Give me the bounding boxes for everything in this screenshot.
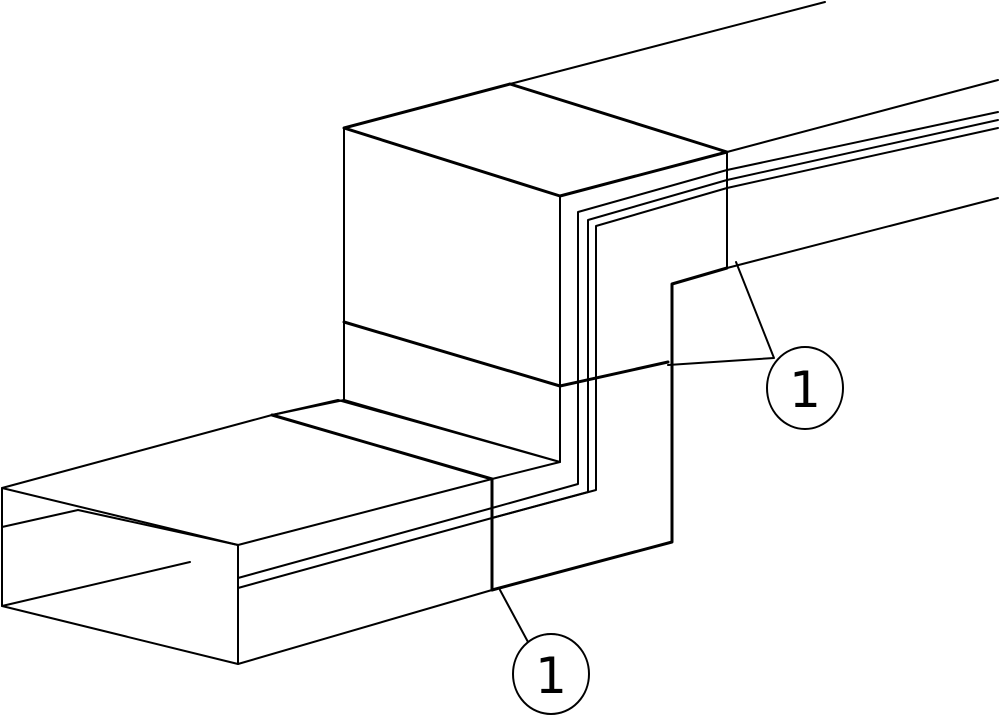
callout-1-upper: 1 [667, 261, 844, 430]
lower-duct-bottom-edge [237, 589, 493, 665]
liner-line-1 [491, 169, 728, 509]
riser-top-face [342, 82, 729, 198]
riser-step-front [270, 413, 494, 481]
lower-duct-top-face [1, 414, 493, 546]
upper-duct-bottom-edge [726, 197, 999, 269]
callout-bubble-upper [766, 346, 844, 430]
upper-duct-liner-3 [726, 127, 999, 189]
callout-leader-upper [667, 261, 775, 366]
riser-front-face [343, 127, 561, 387]
riser-joint [342, 320, 670, 388]
upper-duct-liner-2 [726, 119, 999, 181]
callout-bubble-lower [512, 633, 590, 715]
riser-step-top [271, 399, 561, 463]
upper-duct-liner-1 [726, 111, 999, 171]
upper-duct-top-edge [509, 1, 826, 85]
liner-line-3 [491, 187, 728, 519]
lower-duct-end-opening [1, 487, 239, 665]
fitting-joint-right [490, 266, 729, 592]
riser-step-side [491, 385, 561, 480]
callout-leader-lower [499, 589, 529, 643]
lower-duct-inner-lines [1, 509, 239, 546]
liner-line-2 [491, 179, 728, 519]
lower-duct-inner-edge [1, 561, 191, 607]
upper-duct [509, 1, 999, 269]
callout-label-upper: 1 [789, 361, 821, 419]
callout-label-lower: 1 [535, 647, 567, 705]
offset-fitting [270, 82, 729, 592]
callout-1-lower: 1 [499, 589, 590, 715]
lower-duct [1, 414, 493, 665]
lower-duct-side-lines [237, 507, 493, 589]
upper-duct-side-top [726, 79, 999, 153]
